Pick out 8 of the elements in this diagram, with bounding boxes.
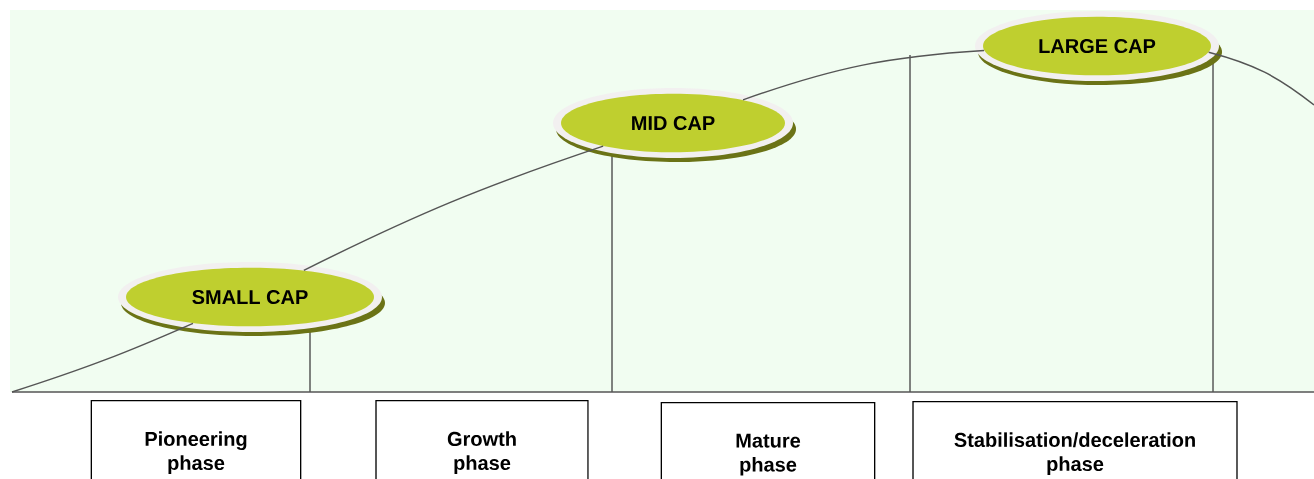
phase-box: Pioneering phase [90, 400, 302, 479]
phase-box: Growth phase [375, 400, 589, 479]
growth-curve [303, 145, 604, 272]
phase-box: Stabilisation/deceleration phase [912, 401, 1238, 479]
growth-curve [11, 322, 194, 393]
growth-curve [742, 49, 985, 101]
growth-curve [1207, 51, 1314, 106]
phase-box: Mature phase [660, 402, 876, 479]
